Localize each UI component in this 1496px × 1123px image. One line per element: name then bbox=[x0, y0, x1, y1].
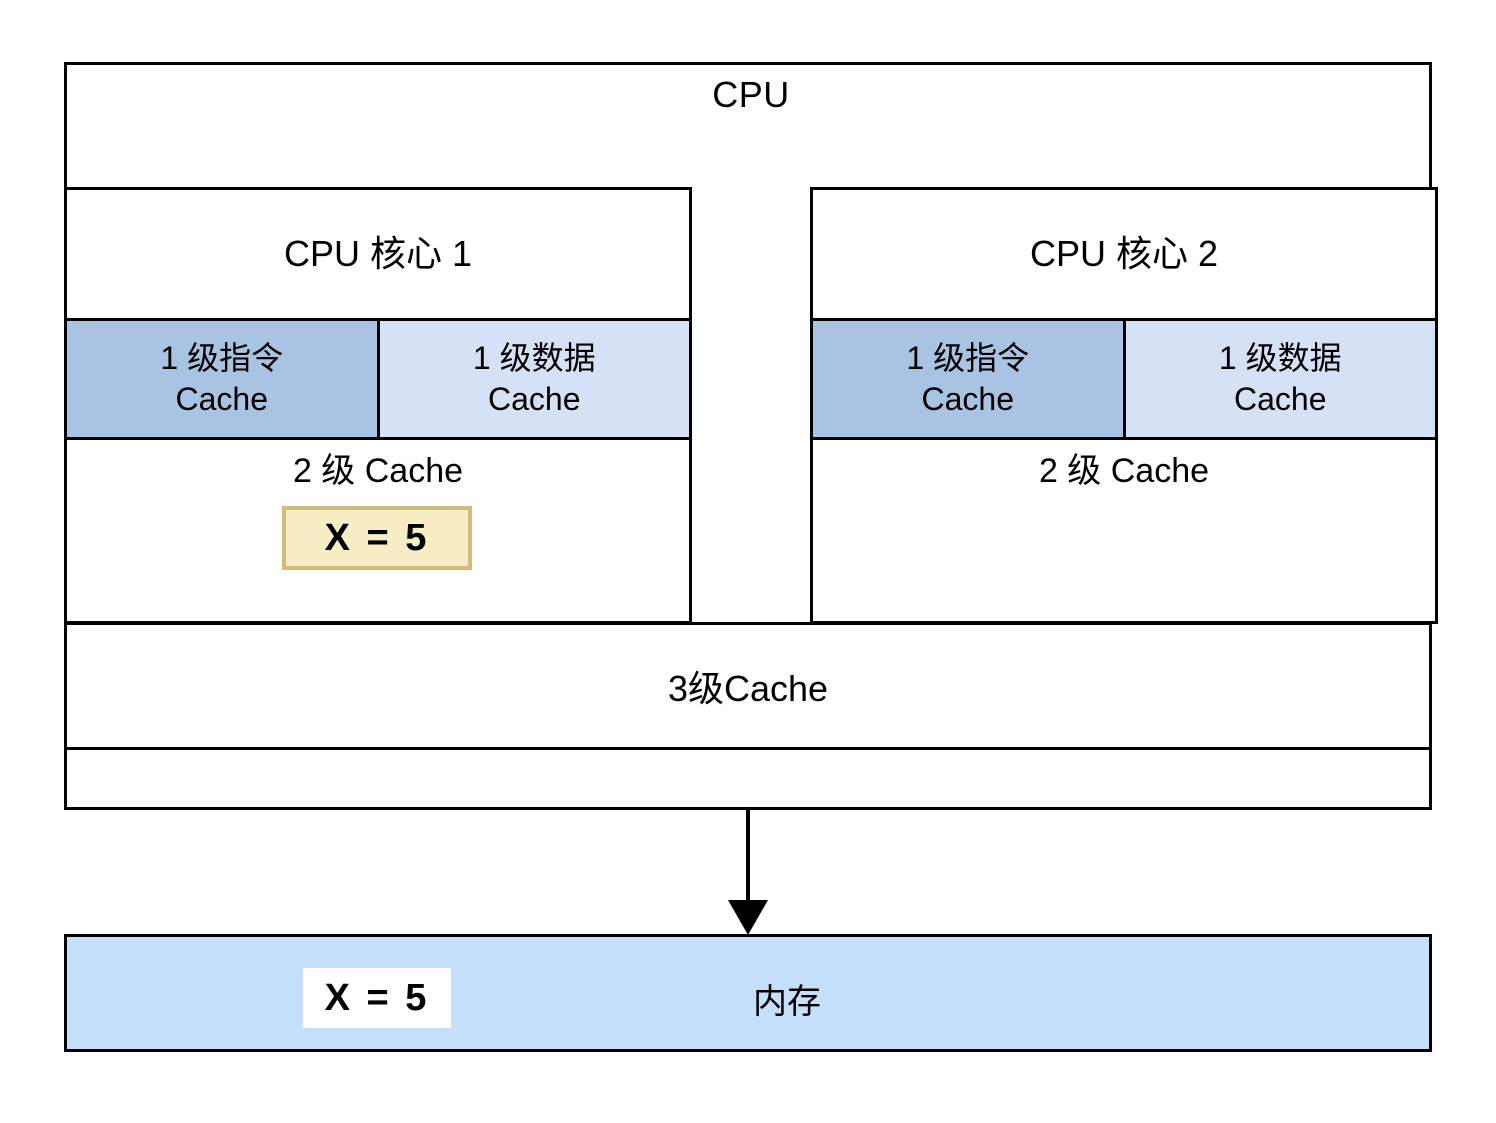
cpu-core-2-l1-strip: 1 级指令 Cache 1 级数据 Cache bbox=[810, 318, 1438, 440]
cpu-core-2-title: CPU 核心 2 bbox=[1029, 233, 1219, 274]
down-arrow-icon bbox=[728, 900, 768, 935]
l3-cache: 3级Cache bbox=[64, 622, 1432, 750]
cpu-core-2: CPU 核心 2 1 级指令 Cache 1 级数据 Cache 2 级 Cac… bbox=[810, 187, 1438, 624]
l1-instruction-label-line1: 1 级指令 bbox=[906, 340, 1030, 377]
cpu-core-2-l2-cache: 2 级 Cache bbox=[813, 440, 1435, 621]
cpu-core-1-l1-instruction-cache: 1 级指令 Cache bbox=[64, 318, 380, 440]
l1-data-label-line2: Cache bbox=[1234, 381, 1327, 417]
cpu-core-1-l1-strip: 1 级指令 Cache 1 级数据 Cache bbox=[64, 318, 692, 440]
l1-instruction-label-line1: 1 级指令 bbox=[160, 340, 284, 377]
l1-instruction-label-line2: Cache bbox=[921, 381, 1015, 417]
l1-data-label-line2: Cache bbox=[488, 381, 581, 417]
cpu-to-memory-connector-line bbox=[746, 807, 750, 912]
l1-data-label-line1: 1 级数据 bbox=[1218, 340, 1342, 377]
cpu-core-2-l1-data-cache: 1 级数据 Cache bbox=[1122, 318, 1438, 440]
cpu-core-1-l2-label: 2 级 Cache bbox=[292, 452, 464, 490]
memory-label: 内存 bbox=[753, 982, 821, 1021]
memory-value-highlight: X = 5 bbox=[303, 968, 451, 1028]
cpu-bus-strip bbox=[64, 747, 1432, 810]
memory-container: X = 5 内存 bbox=[64, 934, 1432, 1052]
cpu-core-1-l1-data-cache: 1 级数据 Cache bbox=[376, 318, 692, 440]
cpu-core-2-l2-label: 2 级 Cache bbox=[1038, 452, 1210, 490]
l1-data-label-line1: 1 级数据 bbox=[472, 340, 596, 377]
cpu-core-2-l1-instruction-cache: 1 级指令 Cache bbox=[810, 318, 1126, 440]
cpu-core-1-l2-value-highlight: X = 5 bbox=[282, 506, 472, 570]
l3-cache-label: 3级Cache bbox=[667, 668, 829, 709]
cpu-container: CPU CPU 核心 1 1 级指令 Cache 1 级数据 Cache 2 级… bbox=[64, 62, 1438, 810]
cpu-core-1-l2-cache: 2 级 Cache X = 5 bbox=[67, 440, 689, 621]
cpu-core-1: CPU 核心 1 1 级指令 Cache 1 级数据 Cache 2 级 Cac… bbox=[64, 187, 692, 624]
cpu-title: CPU bbox=[712, 74, 790, 115]
l1-instruction-label-line2: Cache bbox=[175, 381, 269, 417]
cpu-core-1-title: CPU 核心 1 bbox=[283, 233, 473, 274]
